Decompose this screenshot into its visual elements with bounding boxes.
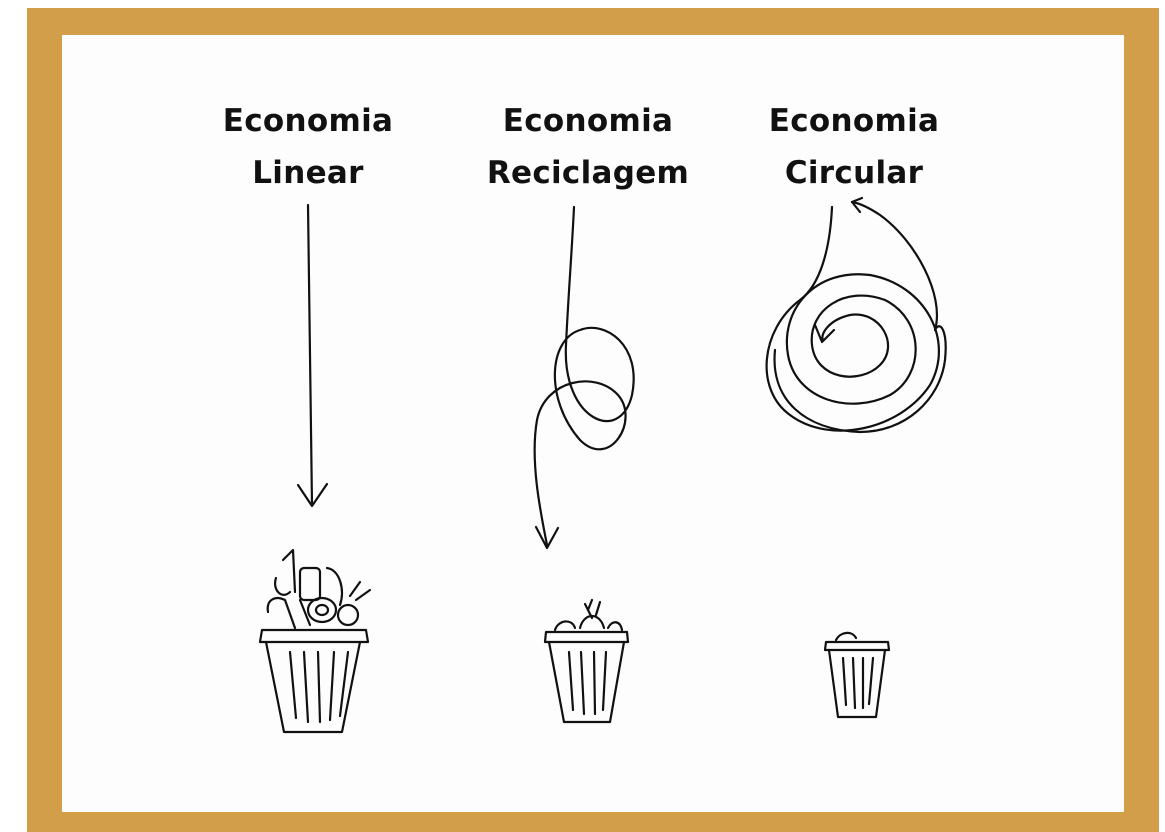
title-recycling-line1: Economia bbox=[502, 103, 674, 139]
white-panel bbox=[62, 35, 1124, 812]
title-linear-line2: Linear bbox=[252, 155, 364, 191]
title-linear-economy: Economia Linear bbox=[198, 95, 418, 199]
title-circular-line2: Circular bbox=[784, 155, 924, 191]
title-circular-line1: Economia bbox=[768, 103, 940, 139]
full-trash-bin-icon bbox=[258, 548, 372, 734]
small-trash-bin-icon bbox=[823, 631, 891, 719]
title-linear-line1: Economia bbox=[222, 103, 394, 139]
title-recycling-line2: Reciclagem bbox=[486, 155, 690, 191]
loop-down-arrow-icon bbox=[533, 205, 635, 550]
half-full-trash-bin-icon bbox=[543, 598, 630, 724]
title-recycling-economy: Economia Reciclagem bbox=[478, 95, 698, 199]
spiral-arrow-icon bbox=[765, 196, 947, 434]
title-circular-economy: Economia Circular bbox=[744, 95, 964, 199]
straight-down-arrow-icon bbox=[296, 203, 329, 508]
